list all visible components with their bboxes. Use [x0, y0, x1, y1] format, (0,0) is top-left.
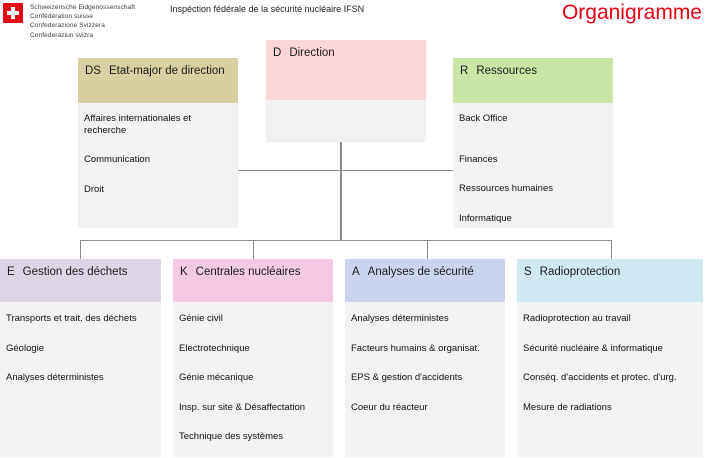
unit-code-ds: DS: [85, 65, 101, 77]
unit-title-r: Ressources: [476, 65, 538, 77]
document-title: Inspéction fédérale de la sécurité nuclé…: [170, 4, 365, 14]
unit-item: Ressources humaines: [459, 183, 553, 194]
confederation-line-rm: Confederaziun svizra: [30, 31, 94, 39]
confederation-line-it: Confederazione Svizzera: [30, 22, 105, 30]
unit-item: Finances: [459, 153, 498, 165]
unit-item: Communication: [84, 154, 150, 165]
unit-title-ds: Etat-major de direction: [108, 65, 225, 77]
unit-item: Analyses déterministes: [351, 313, 449, 324]
unit-item: Géologie: [6, 342, 45, 354]
unit-header-ds: DS Etat-major de direction: [78, 58, 238, 103]
unit-box-a: A Analyses de sécurité Analyses détermini…: [345, 259, 505, 457]
connector-divisions-horizontal: [80, 240, 612, 241]
unit-item: Droit: [84, 183, 105, 195]
unit-title-a: Analyses de sécurité: [367, 266, 474, 278]
page-title: Organigramme: [561, 1, 702, 24]
unit-code-r: R: [460, 65, 469, 77]
unit-title-e: Gestion des déchets: [22, 266, 128, 278]
unit-item: Electrotechnique: [179, 342, 250, 354]
unit-box-k: K Centrales nucléaires Génie civil Electr…: [173, 259, 333, 457]
unit-title-d: Direction: [289, 47, 335, 59]
unit-box-ds: DS Etat-major de direction Affaires inter…: [78, 58, 238, 228]
unit-code-d: D: [273, 47, 282, 59]
unit-item: Coeur du réacteur: [351, 401, 428, 413]
unit-body-k: Génie civil Electrotechnique Génie mécan…: [173, 302, 333, 457]
unit-item: Analyses déterministes: [6, 372, 104, 383]
unit-item: Radioprotection au travail: [523, 313, 631, 324]
unit-item: Insp. sur site & Désaffectation: [179, 401, 306, 413]
connector-drop-a: [427, 240, 428, 259]
confederation-wordmark: Schweizerische Eidgenossenschaft Confédé…: [30, 3, 135, 40]
connector-staff-resources-horizontal: [238, 170, 453, 171]
unit-box-s: S Radioprotection Radioprotection au trav…: [517, 259, 703, 457]
unit-item: Conséq. d'accidents et protec. d'urg.: [523, 372, 677, 383]
unit-code-k: K: [180, 266, 188, 278]
connector-drop-e: [80, 240, 81, 259]
unit-body-r: Back Office Finances Ressources humaines…: [453, 103, 613, 228]
unit-body-s: Radioprotection au travail Sécurité nucl…: [517, 302, 703, 457]
swiss-cross-icon: [3, 3, 23, 23]
unit-item: Facteurs humains & organisat.: [351, 342, 480, 354]
unit-item: Affaires internationales et recherche: [84, 113, 192, 136]
confederation-line-fr: Confédération suisse: [30, 13, 94, 21]
unit-body-d: [266, 100, 426, 142]
unit-item: Back Office: [459, 113, 508, 124]
unit-item: Mesure de radiations: [523, 401, 612, 413]
unit-code-a: A: [352, 266, 360, 278]
unit-item: Sécurité nucléaire & informatique: [523, 342, 663, 354]
unit-header-k: K Centrales nucléaires: [173, 259, 333, 302]
unit-item: Génie mécanique: [179, 372, 254, 383]
unit-box-d: D Direction: [266, 40, 426, 142]
unit-header-r: R Ressources: [453, 58, 613, 103]
unit-title-s: Radioprotection: [539, 266, 621, 278]
unit-item: Informatique: [459, 212, 512, 224]
unit-item: Technique des systèmes: [179, 431, 284, 442]
connector-drop-s: [611, 240, 612, 259]
unit-box-e: E Gestion des déchets Transports et trait…: [0, 259, 161, 457]
unit-header-e: E Gestion des déchets: [0, 259, 161, 302]
unit-box-r: R Ressources Back Office Finances Ressour…: [453, 58, 613, 228]
unit-body-a: Analyses déterministes Facteurs humains …: [345, 302, 505, 457]
connector-drop-k: [253, 240, 254, 259]
unit-body-e: Transports et trait. des déchets Géologi…: [0, 302, 161, 457]
unit-code-e: E: [7, 266, 15, 278]
unit-item: EPS & gestion d'accidents: [351, 372, 463, 383]
unit-header-d: D Direction: [266, 40, 426, 100]
unit-body-ds: Affaires internationales et recherche Co…: [78, 103, 238, 228]
unit-item: Transports et trait. des déchets: [6, 313, 137, 324]
unit-title-k: Centrales nucléaires: [195, 266, 301, 278]
confederation-line-de: Schweizerische Eidgenossenschaft: [30, 4, 136, 11]
swiss-cross-horizontal-bar: [7, 11, 19, 15]
unit-header-a: A Analyses de sécurité: [345, 259, 505, 302]
unit-code-s: S: [524, 266, 532, 278]
unit-item: Génie civil: [179, 313, 223, 324]
connector-direction-vertical: [340, 142, 342, 241]
unit-header-s: S Radioprotection: [517, 259, 703, 302]
